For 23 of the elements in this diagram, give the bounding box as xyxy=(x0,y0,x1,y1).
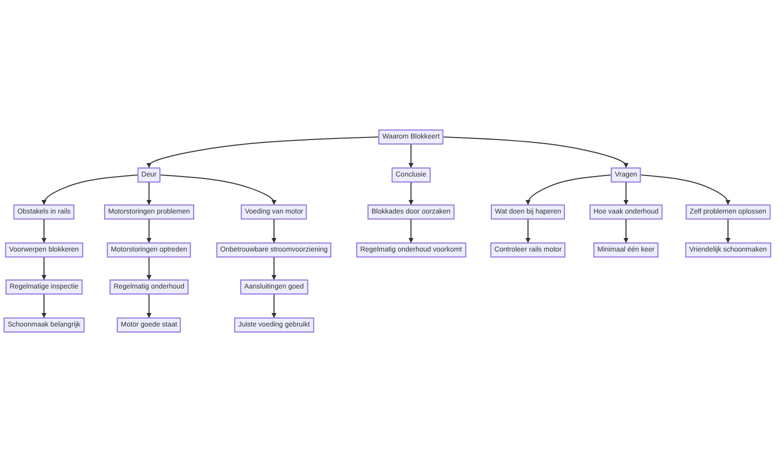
arrow xyxy=(443,136,628,168)
arrow xyxy=(726,219,730,243)
arrow xyxy=(408,144,414,168)
arrow xyxy=(160,174,276,205)
arrow xyxy=(408,182,414,205)
arrow xyxy=(624,219,628,243)
arrow xyxy=(272,294,276,318)
arrow xyxy=(272,219,276,243)
arrow xyxy=(146,219,152,243)
arrow xyxy=(146,182,152,205)
arrow xyxy=(42,257,46,280)
arrow xyxy=(146,257,152,280)
arrow xyxy=(42,294,46,318)
arrow xyxy=(272,257,276,280)
arrow xyxy=(640,174,730,205)
arrow xyxy=(526,219,530,243)
arrow xyxy=(526,174,612,205)
arrow xyxy=(624,182,628,205)
arrow xyxy=(42,174,138,205)
arrow xyxy=(146,294,152,318)
arrow xyxy=(146,136,379,168)
arrow xyxy=(42,219,46,243)
arrow xyxy=(408,219,414,243)
